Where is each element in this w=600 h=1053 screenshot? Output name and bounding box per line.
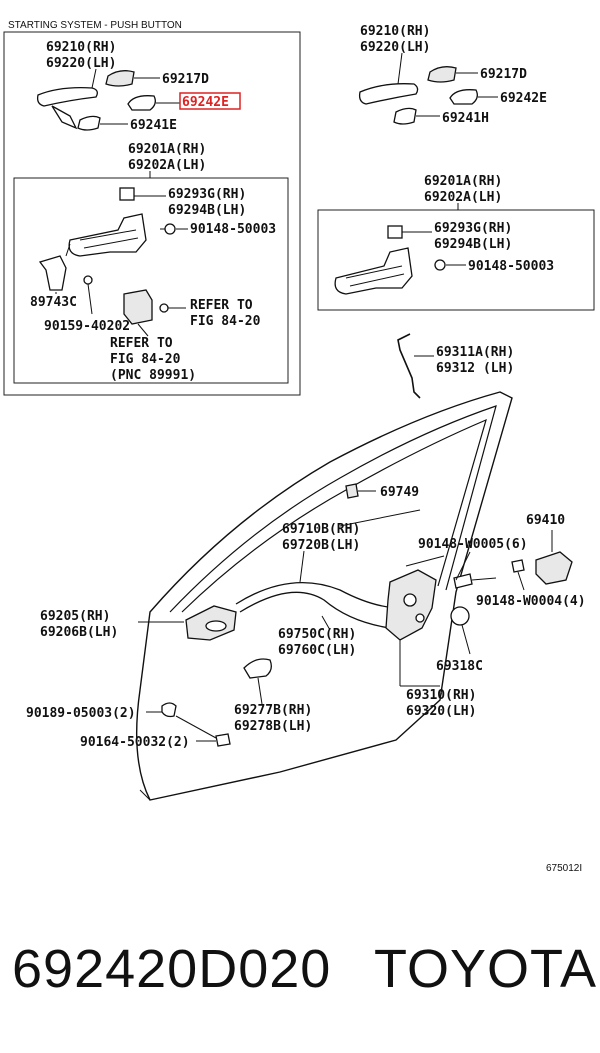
label-90159: 90159-40202 xyxy=(44,319,130,334)
clip-69293g-a xyxy=(119,187,135,201)
pad-69241e xyxy=(77,115,101,131)
push-button-box xyxy=(3,31,301,396)
bolt-90148-50003-a xyxy=(164,223,176,235)
label-69750c: 69750C(RH) xyxy=(278,627,356,642)
label-69210-b: 69210(RH) xyxy=(360,24,430,39)
rod-69311a xyxy=(397,333,421,399)
cable-69710b xyxy=(235,581,397,609)
inner-box-right xyxy=(317,209,595,311)
label-69320: 69320(LH) xyxy=(406,704,476,719)
label-69293g-a: 69293G(RH) xyxy=(168,187,246,202)
handle-cap-69217d-a xyxy=(105,70,135,87)
sensor-unit xyxy=(123,289,153,325)
highlight-69242e xyxy=(179,92,241,110)
label-69311a: 69311A(RH) xyxy=(436,345,514,360)
label-69277b: 69277B(RH) xyxy=(234,703,312,718)
label-69241e-a: 69241E xyxy=(130,118,177,133)
label-90189: 90189-05003(2) xyxy=(26,706,136,721)
outside-handle-right xyxy=(358,83,419,105)
label-89743c: 89743C xyxy=(30,295,77,310)
label-69293g-b: 69293G(RH) xyxy=(434,221,512,236)
label-69242e-b: 69242E xyxy=(500,91,547,106)
handle-frame-right xyxy=(334,247,413,295)
outside-handle-left xyxy=(36,87,98,107)
parts-diagram: STARTING SYSTEM - PUSH BUTTON 69210(RH) … xyxy=(3,20,595,874)
cover-69242e-a xyxy=(127,95,156,111)
label-69318c: 69318C xyxy=(436,659,483,674)
label-69205: 69205(RH) xyxy=(40,609,110,624)
screw-90159 xyxy=(83,275,93,285)
label-refer2c: (PNC 89991) xyxy=(110,368,196,383)
label-69201a-b: 69201A(RH) xyxy=(424,174,502,189)
part-number: 692420D020 xyxy=(12,939,332,999)
label-90148-50003-b: 90148-50003 xyxy=(468,259,554,274)
label-69202a-a: 69202A(LH) xyxy=(128,158,206,173)
screw-refer xyxy=(159,303,169,313)
label-69294b-b: 69294B(LH) xyxy=(434,237,512,252)
label-69210-a: 69210(RH) xyxy=(46,40,116,55)
label-69220-b: 69220(LH) xyxy=(360,40,430,55)
label-69220-a: 69220(LH) xyxy=(46,56,116,71)
cover-69277b xyxy=(243,658,272,679)
label-69310: 69310(RH) xyxy=(406,688,476,703)
bolt-90148-50003-b xyxy=(434,259,446,271)
label-69760c: 69760C(LH) xyxy=(278,643,356,658)
label-69410: 69410 xyxy=(526,513,565,528)
figure-number: 675012I xyxy=(546,863,582,874)
label-refer2a: REFER TO xyxy=(110,336,173,351)
label-69294b-a: 69294B(LH) xyxy=(168,203,246,218)
grommet-69318c xyxy=(450,606,470,626)
pad-69241h xyxy=(393,107,417,125)
label-69312: 69312 (LH) xyxy=(436,361,514,376)
clip-69749 xyxy=(345,483,359,499)
door-outline xyxy=(135,391,513,801)
inner-box-left xyxy=(13,177,289,384)
label-90148-50003-a: 90148-50003 xyxy=(190,222,276,237)
label-69202a-b: 69202A(LH) xyxy=(424,190,502,205)
clip-69293g-b xyxy=(387,225,403,239)
screw-90164 xyxy=(215,733,231,747)
screw-90148-w0005 xyxy=(453,573,473,589)
clip-90189 xyxy=(161,702,177,718)
label-69241h: 69241H xyxy=(442,111,489,126)
label-69217d-a: 69217D xyxy=(162,72,209,87)
label-refer1b: FIG 84-20 xyxy=(190,314,261,329)
label-69242e-a: 69242E xyxy=(182,95,229,110)
label-refer2b: FIG 84-20 xyxy=(110,352,181,367)
label-refer1a: REFER TO xyxy=(190,298,253,313)
striker-69410 xyxy=(535,551,573,585)
label-69749: 69749 xyxy=(380,485,419,500)
label-90148-w0005: 90148-W0005(6) xyxy=(418,537,528,552)
label-69217d-b: 69217D xyxy=(480,67,527,82)
section-title: STARTING SYSTEM - PUSH BUTTON xyxy=(8,20,182,31)
brand-name: TOYOTA xyxy=(374,939,598,999)
screw-90148-w0004 xyxy=(511,559,525,573)
handle-cap-69217d-b xyxy=(427,66,457,83)
label-90164: 90164-50032(2) xyxy=(80,735,190,750)
label-69201a-a: 69201A(RH) xyxy=(128,142,206,157)
cover-69242e-b xyxy=(449,89,478,105)
label-90148-w0004: 90148-W0004(4) xyxy=(476,594,586,609)
label-69720b: 69720B(LH) xyxy=(282,538,360,553)
label-69278b: 69278B(LH) xyxy=(234,719,312,734)
label-69206b: 69206B(LH) xyxy=(40,625,118,640)
cable-69750c xyxy=(239,591,391,629)
